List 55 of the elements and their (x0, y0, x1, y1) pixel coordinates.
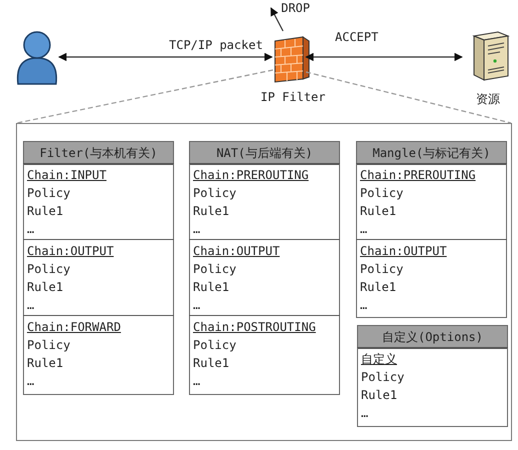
list-item: … (193, 221, 200, 238)
list-item: Rule1 (360, 279, 396, 296)
chain-heading: Chain:OUTPUT (193, 243, 280, 260)
chain-heading: 自定义 (361, 351, 397, 368)
list-item: Policy (360, 185, 404, 202)
zoom-line (16, 69, 274, 124)
list-item: Rule1 (360, 203, 396, 220)
list-item: Rule1 (193, 355, 230, 372)
list-item: Policy (27, 261, 70, 278)
arrow (305, 52, 463, 62)
list-item: Rule1 (193, 279, 230, 296)
list-item: … (193, 373, 200, 390)
list-item: … (361, 405, 368, 422)
chain-heading: Chain:OUTPUT (27, 243, 114, 260)
frame-box (16, 123, 512, 441)
edge-label: TCP/IP packet (168, 38, 264, 52)
table-header: NAT(与后端有关) (190, 142, 339, 165)
icon-label: 资源 (476, 91, 500, 108)
list-item: Rule1 (27, 355, 64, 372)
chain-heading: Chain:FORWARD (27, 319, 121, 336)
list-item: Policy (193, 185, 236, 202)
list-item: Policy (193, 261, 236, 278)
arrow (58, 52, 273, 62)
target-label: DROP (281, 1, 310, 15)
table-header: Filter(与本机有关) (24, 142, 173, 165)
icon-label: IP Filter (260, 90, 326, 104)
table-panel (23, 141, 174, 395)
zoom-line (306, 71, 512, 124)
list-item: … (360, 221, 368, 238)
chain-heading: Chain:PREROUTING (360, 167, 476, 184)
list-item: Policy (27, 337, 70, 354)
chain-heading: Chain:OUTPUT (360, 243, 447, 260)
list-item: … (27, 373, 34, 390)
list-item: … (27, 221, 34, 238)
list-item: … (193, 297, 200, 314)
chain-heading: Chain:INPUT (27, 167, 106, 184)
edge-label: ACCEPT (334, 30, 380, 44)
list-item: Policy (193, 337, 236, 354)
chain-heading: Chain:PREROUTING (193, 167, 309, 184)
table-header: Mangle(与标记有关) (357, 142, 506, 165)
list-item: Policy (27, 185, 70, 202)
list-item: Rule1 (27, 279, 64, 296)
list-item: … (360, 297, 368, 314)
table-panel (189, 141, 340, 395)
arrow (270, 7, 284, 32)
table-panel (357, 325, 508, 427)
list-item: Rule1 (361, 387, 398, 404)
table-header: 自定义(Options) (358, 326, 507, 349)
list-item: Policy (360, 261, 404, 278)
chain-heading: Chain:POSTROUTING (193, 319, 316, 336)
list-item: … (27, 297, 34, 314)
list-item: Policy (361, 369, 404, 386)
list-item: Rule1 (193, 203, 230, 220)
list-item: Rule1 (27, 203, 64, 220)
table-panel (356, 141, 507, 318)
